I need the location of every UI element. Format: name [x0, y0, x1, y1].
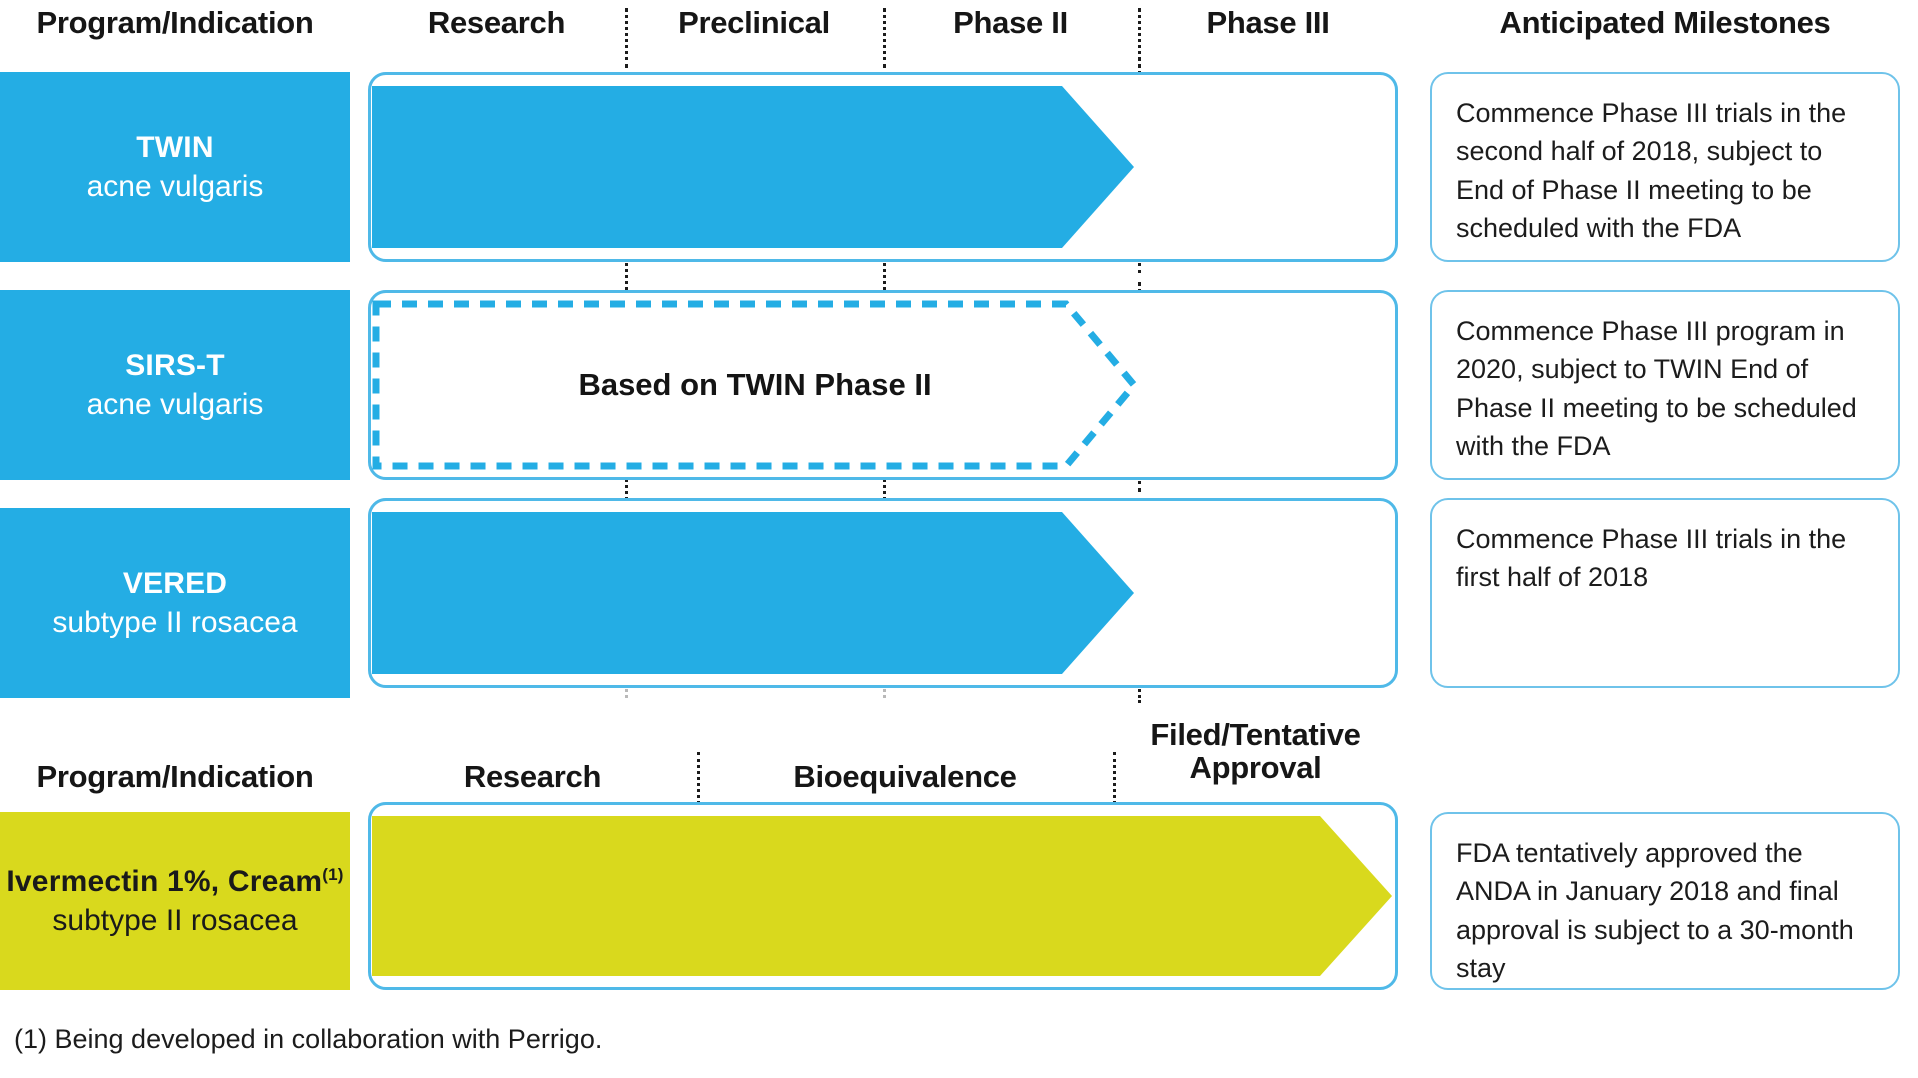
- milestone-note-sirs-t: Commence Phase III program in 2020, subj…: [1430, 290, 1900, 480]
- header-stage-preclinical: Preclinical: [678, 5, 830, 40]
- header-stage-research: Research: [427, 5, 566, 40]
- pipeline-track-sirs-t: [368, 290, 1398, 480]
- program-indication: acne vulgaris: [86, 170, 264, 203]
- milestone-text: FDA tentatively approved the ANDA in Jan…: [1456, 838, 1854, 983]
- header-stage-phase-iii: Phase III: [1206, 5, 1330, 40]
- solid-blue-arrow-icon: [372, 512, 1134, 674]
- program-label-twin: TWIN acne vulgaris: [0, 72, 350, 262]
- solid-yellow-arrow-icon: [372, 816, 1392, 976]
- program-name: Ivermectin 1%, Cream(1): [6, 864, 343, 899]
- program-label-vered: VERED subtype II rosacea: [0, 508, 350, 698]
- milestone-text: Commence Phase III trials in the first h…: [1456, 524, 1847, 593]
- pipeline-bar-sirs-t[interactable]: Based on TWIN Phase II: [372, 300, 1138, 470]
- phase-divider-gap2-a: [625, 478, 628, 508]
- phase-divider-gap1-b: [883, 258, 886, 290]
- header-generic-stage-bioequivalence: Bioequivalence: [793, 759, 1017, 794]
- header-line-2: Approval: [1189, 750, 1322, 786]
- program-indication: subtype II rosacea: [52, 606, 298, 639]
- milestone-text: Commence Phase III program in 2020, subj…: [1456, 316, 1857, 461]
- program-indication: acne vulgaris: [86, 388, 264, 421]
- program-indication: subtype II rosacea: [52, 904, 298, 937]
- phase-divider-phaseii-phaseiii: [1138, 8, 1141, 68]
- generic-divider-research-bioeq: [697, 752, 700, 810]
- milestone-text: Commence Phase III trials in the second …: [1456, 98, 1847, 243]
- program-name: TWIN: [136, 130, 214, 164]
- solid-blue-arrow-icon: [372, 86, 1134, 248]
- phase-divider-preclinical-phaseii: [883, 8, 886, 68]
- milestone-note-ivermectin: FDA tentatively approved the ANDA in Jan…: [1430, 812, 1900, 990]
- header-program-indication: Program/Indication: [36, 5, 314, 40]
- program-name-text: Ivermectin 1%, Cream: [6, 864, 323, 898]
- phase-divider-research-preclinical: [625, 8, 628, 68]
- header-generic-program-indication: Program/Indication: [36, 759, 314, 794]
- program-label-ivermectin: Ivermectin 1%, Cream(1) subtype II rosac…: [0, 812, 350, 990]
- header-generic-stage-research: Research: [463, 759, 602, 794]
- header-generic-stage-filed-tentative-approval: Filed/Tentative Approval: [1113, 718, 1398, 785]
- generic-divider-bioeq-filed: [1113, 752, 1116, 810]
- phase-divider-gap2-b: [883, 478, 886, 508]
- pipeline-bar-ivermectin[interactable]: [372, 816, 1392, 976]
- header-line-1: Filed/Tentative: [1150, 717, 1361, 752]
- dashed-blue-arrow-icon: [372, 300, 1138, 470]
- pipeline-bar-vered[interactable]: [372, 512, 1134, 674]
- program-name-superscript: (1): [322, 864, 344, 884]
- pipeline-bar-twin[interactable]: [372, 86, 1134, 248]
- program-name: SIRS-T: [125, 348, 225, 382]
- milestone-note-twin: Commence Phase III trials in the second …: [1430, 72, 1900, 262]
- header-stage-phase-ii: Phase II: [953, 5, 1068, 40]
- program-label-sirs-t: SIRS-T acne vulgaris: [0, 290, 350, 480]
- phase-divider-gap1-a: [625, 258, 628, 290]
- header-anticipated-milestones: Anticipated Milestones: [1499, 5, 1831, 40]
- milestone-note-vered: Commence Phase III trials in the first h…: [1430, 498, 1900, 688]
- footnote: (1) Being developed in collaboration wit…: [14, 1024, 603, 1054]
- program-name: VERED: [122, 566, 228, 600]
